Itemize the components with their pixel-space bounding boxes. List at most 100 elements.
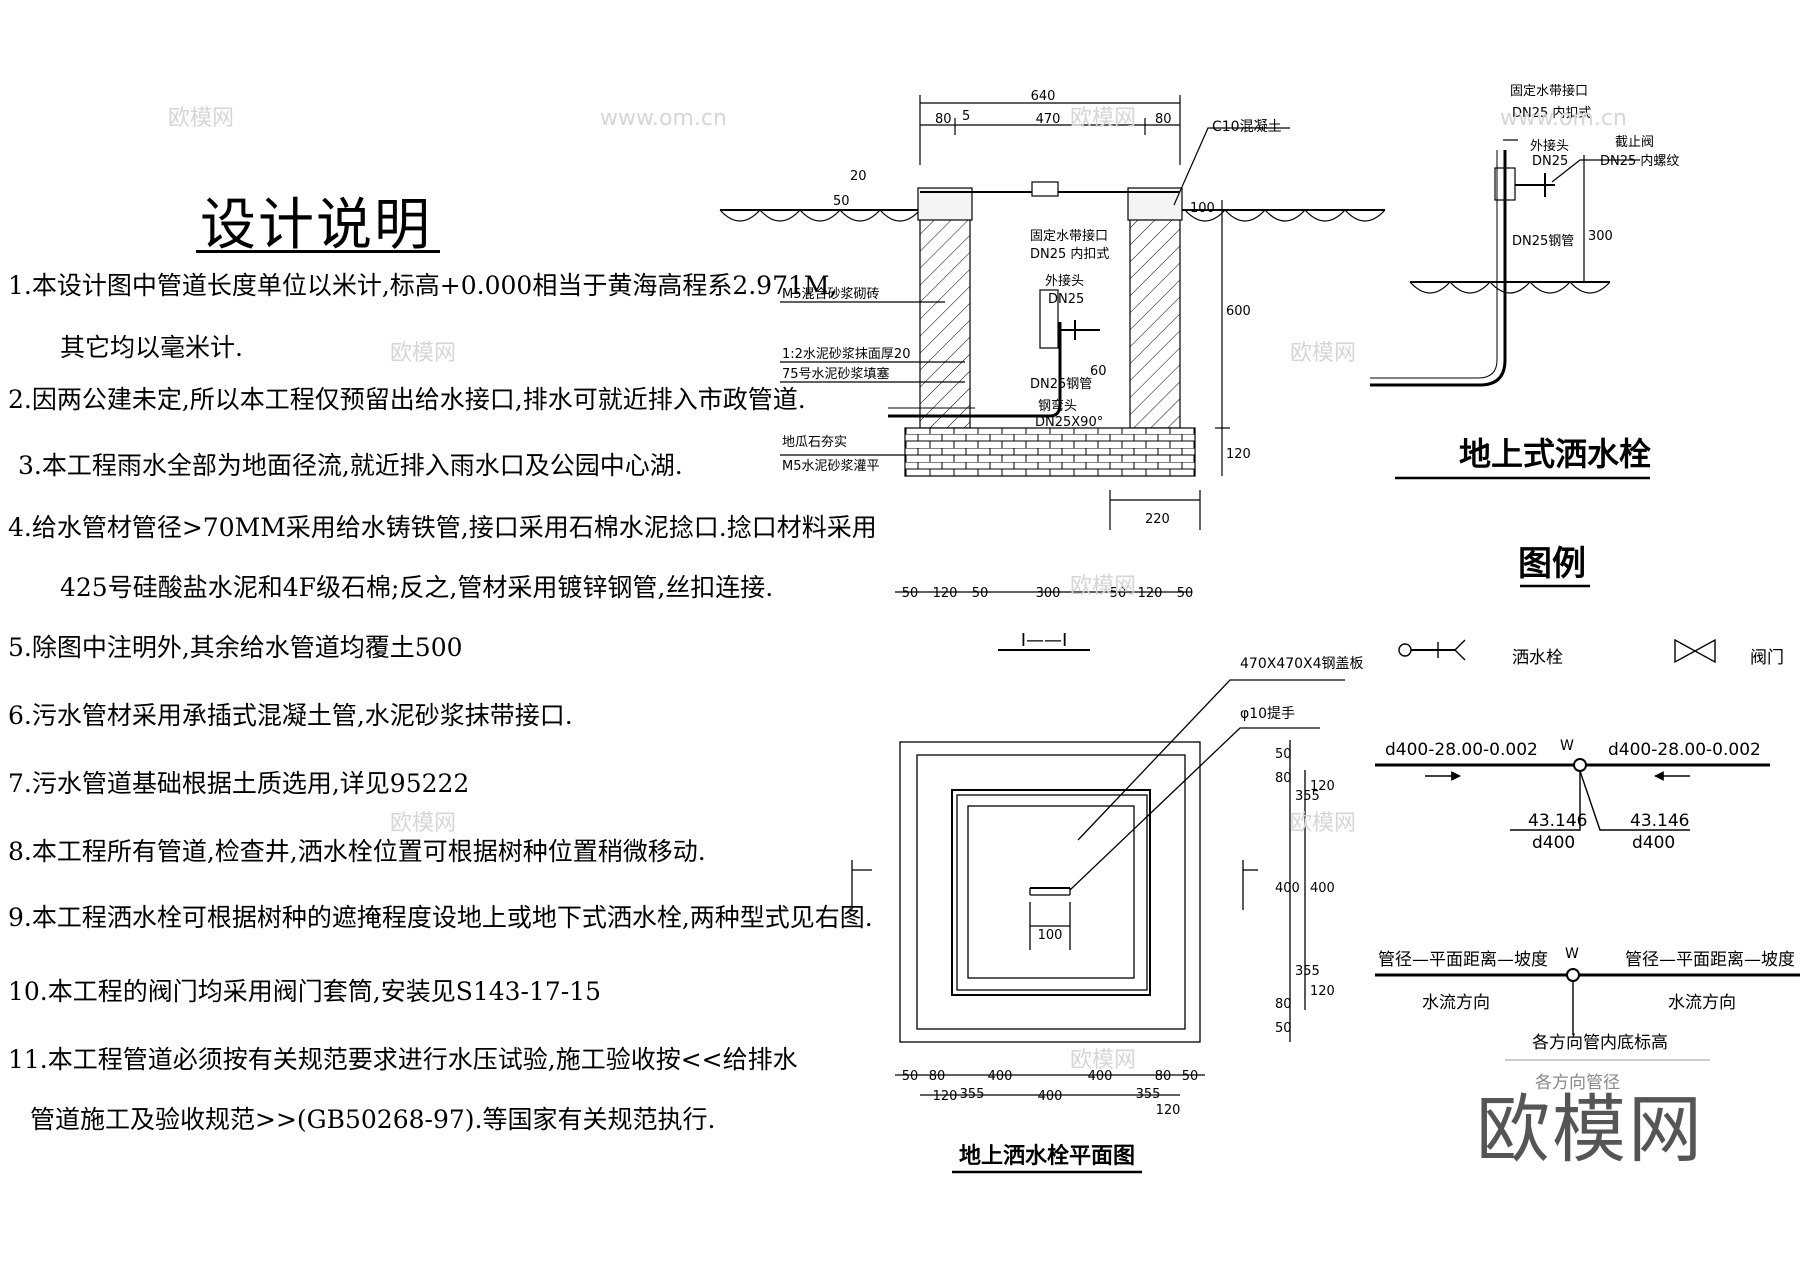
notes-title: 设计说明	[200, 193, 432, 258]
plan-db2-5: 120	[1156, 1103, 1181, 1118]
watermark-logo: 欧模网	[1290, 341, 1357, 366]
dim-50: 50	[833, 194, 850, 209]
aboveground-drawing	[1370, 139, 1650, 588]
title-underline	[196, 250, 440, 253]
label-base-2: M5水泥砂浆灌平	[782, 459, 880, 474]
plan-db2-4: 355	[1136, 1087, 1161, 1102]
label-dn25-steel: DN25钢管	[1030, 377, 1092, 392]
dim-600: 600	[1226, 304, 1251, 319]
legend-sprinkler: 洒水栓	[1512, 648, 1563, 668]
note-6: 6.污水管材采用承插式混凝土管,水泥砂浆抹带接口.	[8, 701, 573, 730]
label-c10: C10混凝土	[1212, 119, 1282, 135]
plan-db1-1: 50	[902, 1069, 919, 1084]
plan-dr-3: 355	[1295, 789, 1320, 804]
watermark-logo: 欧模网	[390, 341, 457, 366]
dim-b2: 120	[933, 586, 958, 601]
label-m5-brick: M5混合砂浆砌砖	[782, 287, 880, 302]
note-11-cont: 管道施工及验收规范>>(GB50268-97).等国家有关规范执行.	[30, 1105, 716, 1134]
plan-dr-1: 50	[1275, 747, 1292, 762]
d400-right: d400	[1632, 833, 1675, 853]
dim-5: 5	[962, 109, 970, 124]
note-4-cont: 425号硅酸盐水泥和4F级石棉;反之,管材采用镀锌钢管,丝扣连接.	[60, 573, 774, 602]
aboveground-labels: 固定水带接口 DN25 内扣式 外接头 DN25 截止阀 DN25 内螺纹 DN…	[1459, 83, 1679, 473]
plan-title: 地上洒水栓平面图	[959, 1144, 1135, 1169]
plan-dr-4: 120	[1310, 779, 1335, 794]
plan-dr-6: 400	[1310, 881, 1335, 896]
dim-470: 470	[1036, 112, 1061, 127]
ag-dn25-inner: DN25 内扣式	[1512, 105, 1591, 121]
dim-100: 100	[1190, 201, 1215, 216]
pipe-label-right: d400-28.00-0.002	[1608, 740, 1761, 760]
note-1-cont: 其它均以毫米计.	[60, 333, 243, 362]
plan-db1-6: 50	[1182, 1069, 1199, 1084]
dim-220: 220	[1145, 512, 1170, 527]
invert-label: 各方向管内底标高	[1532, 1033, 1668, 1053]
ag-dim-300: 300	[1588, 229, 1613, 244]
flow-right: 水流方向	[1668, 993, 1736, 1013]
elev-right: 43.146	[1630, 811, 1689, 831]
dim-b7: 50	[1177, 586, 1194, 601]
dim-b4: 300	[1036, 586, 1061, 601]
dim-80-left: 80	[935, 112, 952, 127]
valve-symbol-icon	[1674, 638, 1716, 664]
watermark-logo: 欧模网	[168, 106, 235, 131]
label-fixed-hose: 固定水带接口	[1030, 228, 1108, 244]
plan-db1-2: 80	[929, 1069, 946, 1084]
dim-640: 640	[1031, 89, 1056, 104]
section-mark: I——I	[1021, 630, 1068, 651]
label-elbow-size: DN25X90°	[1035, 415, 1103, 430]
watermark-logo: 欧模网	[1070, 574, 1137, 599]
dim-20: 20	[850, 169, 867, 184]
ag-dn25-thread: DN25 内螺纹	[1600, 153, 1679, 169]
ag-fixed-hose: 固定水带接口	[1510, 83, 1588, 99]
legend-w-1: W	[1560, 738, 1574, 754]
invert-faint-label: 各方向管径	[1535, 1073, 1620, 1093]
label-mortar-fill: 75号水泥砂浆填塞	[782, 366, 890, 382]
plan-db1-3: 400	[988, 1069, 1013, 1084]
ground-line-left	[719, 209, 921, 222]
plan-dr-7: 355	[1295, 964, 1320, 979]
flow-left: 水流方向	[1422, 993, 1490, 1013]
brand-watermark: 欧模网	[1476, 1087, 1704, 1173]
sprinkler-symbol-icon	[1398, 643, 1412, 657]
note-4: 4.给水管材管径>70MM采用给水铸铁管,接口采用石棉水泥捻口.捻口材料采用	[8, 513, 877, 542]
watermark-url: www.om.cn	[1500, 106, 1627, 131]
label-cover: 470X470X4钢盖板	[1240, 656, 1364, 672]
ag-stop-valve: 截止阀	[1615, 135, 1654, 150]
note-3: 3.本工程雨水全部为地面径流,就近排入雨水口及公园中心湖.	[18, 451, 683, 480]
label-dn25: DN25	[1048, 292, 1084, 307]
plan-db2-2: 355	[960, 1087, 985, 1102]
ag-outer-joint: 外接头	[1530, 138, 1569, 154]
dim-b1: 50	[902, 586, 919, 601]
plan-db2-1: 120	[933, 1089, 958, 1104]
note-5: 5.除图中注明外,其余给水管道均覆土500	[8, 633, 463, 662]
label-plaster: 1:2水泥砂浆抹面厚20	[782, 347, 910, 362]
riser-pipe	[980, 322, 1062, 418]
right-wall	[1129, 209, 1181, 429]
dim-120: 120	[1226, 447, 1251, 462]
plan-labels: 470X470X4钢盖板 φ10提手 100 50 80 355 120 400…	[902, 656, 1364, 1169]
hose-connector	[1031, 181, 1059, 197]
watermark-logo: 欧模网	[390, 811, 457, 836]
d400-left: d400	[1532, 833, 1575, 853]
plan-db2-3: 400	[1038, 1089, 1063, 1104]
note-7: 7.污水管道基础根据土质选用,详见95222	[8, 769, 470, 798]
note-9: 9.本工程洒水栓可根据树种的遮掩程度设地上或地下式洒水栓,两种型式见右图.	[8, 903, 873, 932]
plan-drawing	[851, 679, 1345, 1174]
dim-80-right: 80	[1155, 112, 1172, 127]
note-8: 8.本工程所有管道,检查井,洒水栓位置可根据树种位置稍微移动.	[8, 837, 706, 866]
legend-labels: 图例 洒水栓 阀门 d400-28.00-0.002 d400-28.00-0.…	[1378, 544, 1795, 1093]
valve-body	[1039, 289, 1059, 349]
pipe-desc-left: 管径—平面距离—坡度	[1378, 950, 1548, 970]
elev-left: 43.146	[1528, 811, 1587, 831]
plan-dim-100: 100	[1038, 928, 1063, 943]
pipe-desc-right: 管径—平面距离—坡度	[1625, 950, 1795, 970]
legend-valve: 阀门	[1750, 648, 1784, 668]
dim-b5: 50	[1110, 586, 1127, 601]
brick-base	[904, 427, 1196, 477]
label-handle: φ10提手	[1240, 706, 1295, 722]
legend-w-2: W	[1565, 946, 1579, 962]
label-base-1: 地瓜石夯实	[782, 435, 847, 450]
plan-dr-9: 80	[1275, 997, 1292, 1012]
